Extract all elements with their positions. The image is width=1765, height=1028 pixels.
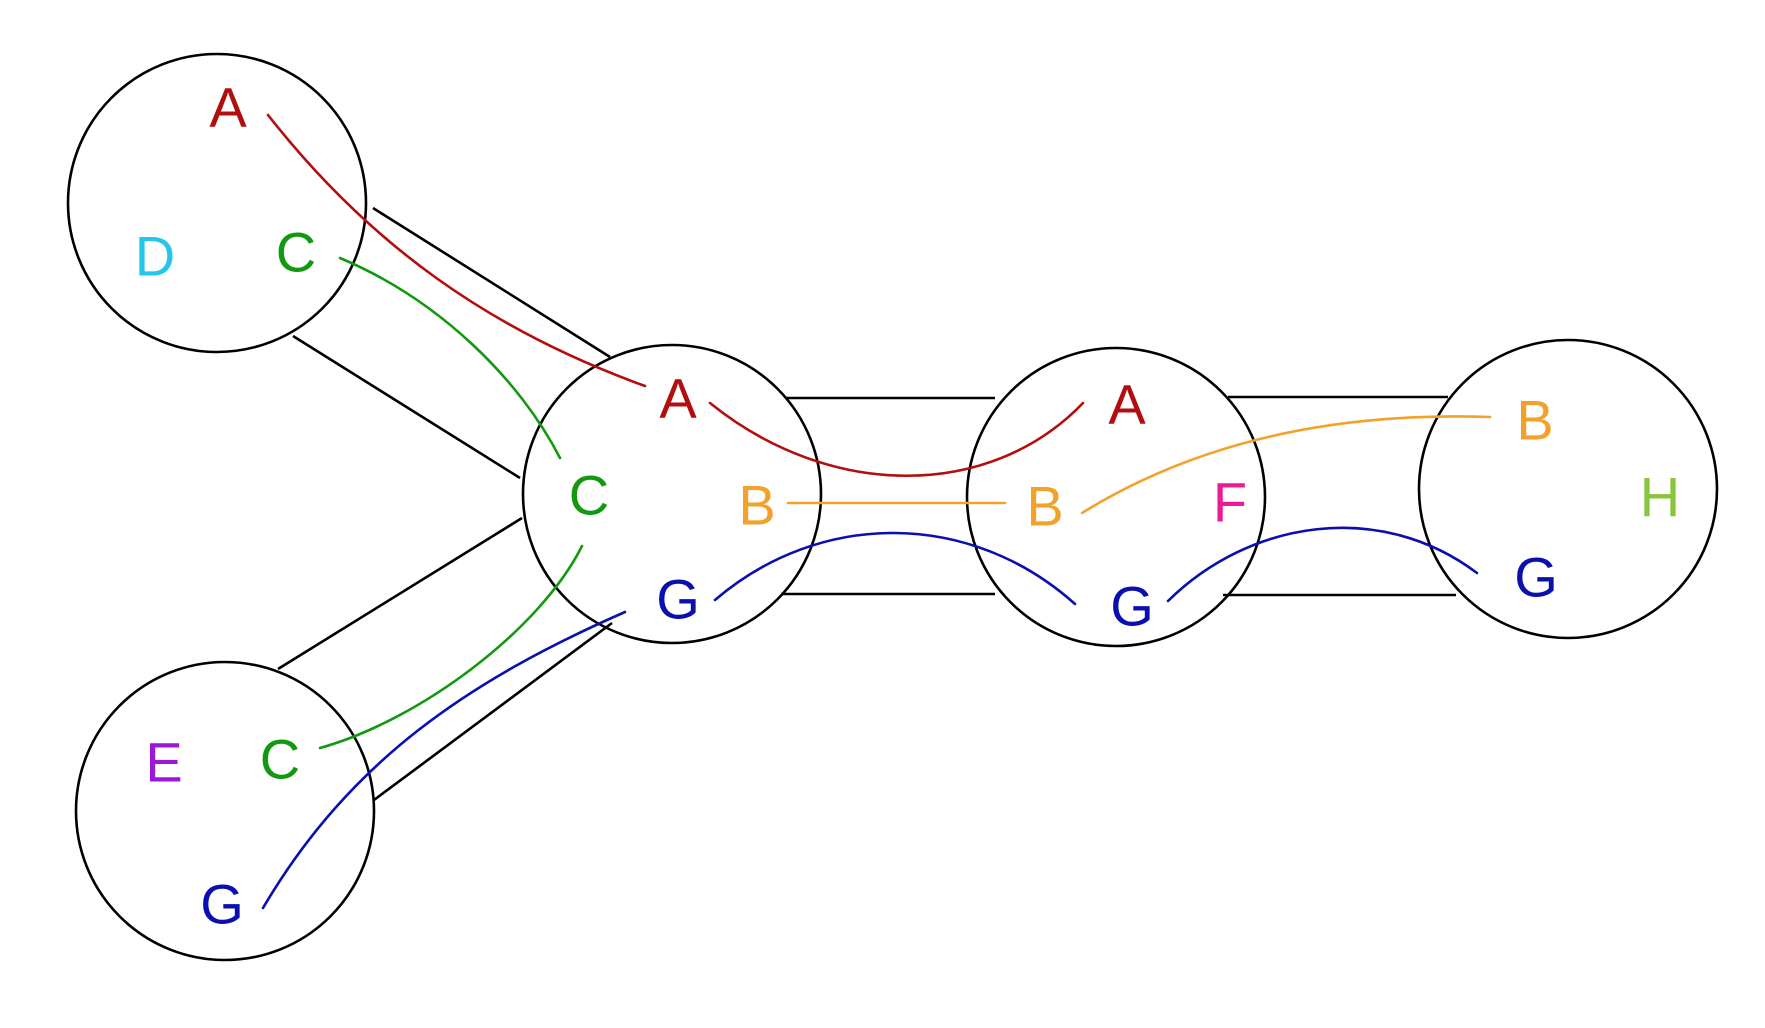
connector-bottomleft-center-lower <box>373 621 613 802</box>
label-b-far-right: B <box>1516 389 1553 452</box>
node-labels: A C D C E G A C B G A B F G B H G <box>135 76 1680 936</box>
label-c-center: C <box>569 464 609 527</box>
label-g-far-right: G <box>1514 546 1558 609</box>
label-a-top-left: A <box>209 76 247 139</box>
node-circle-center <box>521 343 823 645</box>
label-g-center: G <box>656 568 700 631</box>
path-g-middle-to-far <box>1166 526 1479 603</box>
path-b-middle-to-far <box>1080 415 1492 515</box>
label-b-middle-right: B <box>1026 475 1063 538</box>
node-circle-middle-right <box>965 346 1267 648</box>
path-c-topleft-to-center <box>338 256 562 460</box>
label-f-middle-right: F <box>1213 471 1247 534</box>
label-h-far-right: H <box>1640 466 1680 529</box>
connector-topleft-center-lower <box>292 334 521 480</box>
label-c-bottom-left: C <box>260 728 300 791</box>
label-e-bottom-left: E <box>145 731 182 794</box>
node-circle-far-right <box>1417 338 1719 640</box>
label-b-center: B <box>738 474 775 537</box>
path-a-topleft-to-center <box>266 113 647 388</box>
node-circle-bottom-left <box>74 660 376 962</box>
color-paths <box>261 113 1492 910</box>
label-g-bottom-left: G <box>200 873 244 936</box>
label-d-top-left: D <box>135 225 175 288</box>
label-g-middle-right: G <box>1110 575 1154 638</box>
path-g-center-to-bottomleft <box>261 610 627 910</box>
connector-lines <box>277 206 1456 802</box>
node-circles <box>66 52 1719 962</box>
path-g-center-to-middle <box>713 531 1077 606</box>
connector-topleft-center-upper <box>372 206 611 359</box>
label-a-center: A <box>659 367 697 430</box>
path-a-center-to-middle <box>708 401 1085 478</box>
label-a-middle-right: A <box>1108 373 1146 436</box>
connector-bottomleft-center-upper <box>277 516 523 671</box>
label-c-top-left: C <box>276 221 316 284</box>
path-c-center-to-bottomleft <box>318 544 584 750</box>
node-circle-top-left <box>66 52 368 354</box>
